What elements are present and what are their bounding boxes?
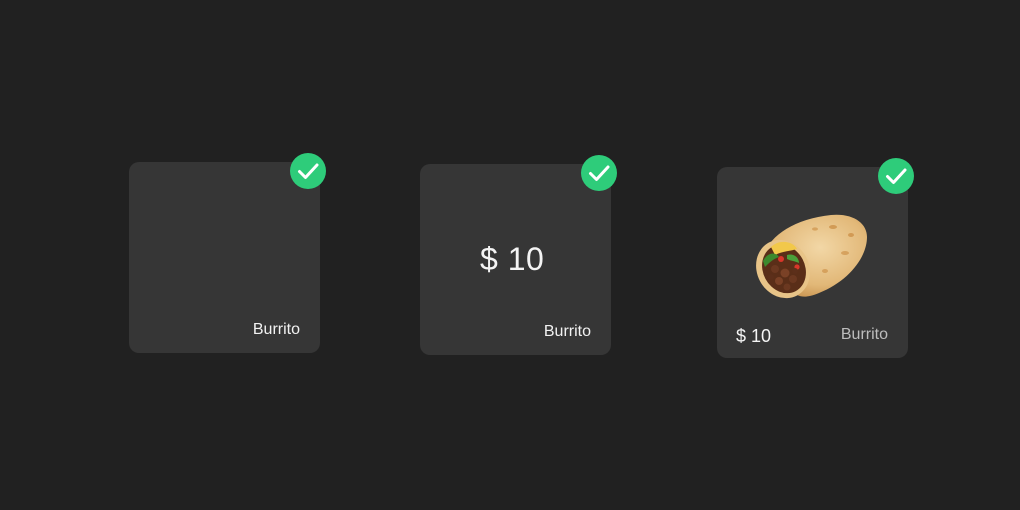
burrito-image xyxy=(756,214,867,299)
product-card-name-only[interactable]: Burrito xyxy=(129,153,326,353)
product-name: Burrito xyxy=(543,323,591,340)
check-icon xyxy=(581,155,617,191)
check-icon xyxy=(290,153,326,189)
product-card-image[interactable]: $ 10 Burrito xyxy=(717,158,914,358)
product-price: $ 10 xyxy=(480,241,545,277)
product-name: Burrito xyxy=(252,321,300,338)
check-icon xyxy=(878,158,914,194)
product-card-price[interactable]: $ 10 Burrito xyxy=(420,155,617,355)
product-name: Burrito xyxy=(840,326,888,343)
product-price: $ 10 xyxy=(736,326,772,346)
